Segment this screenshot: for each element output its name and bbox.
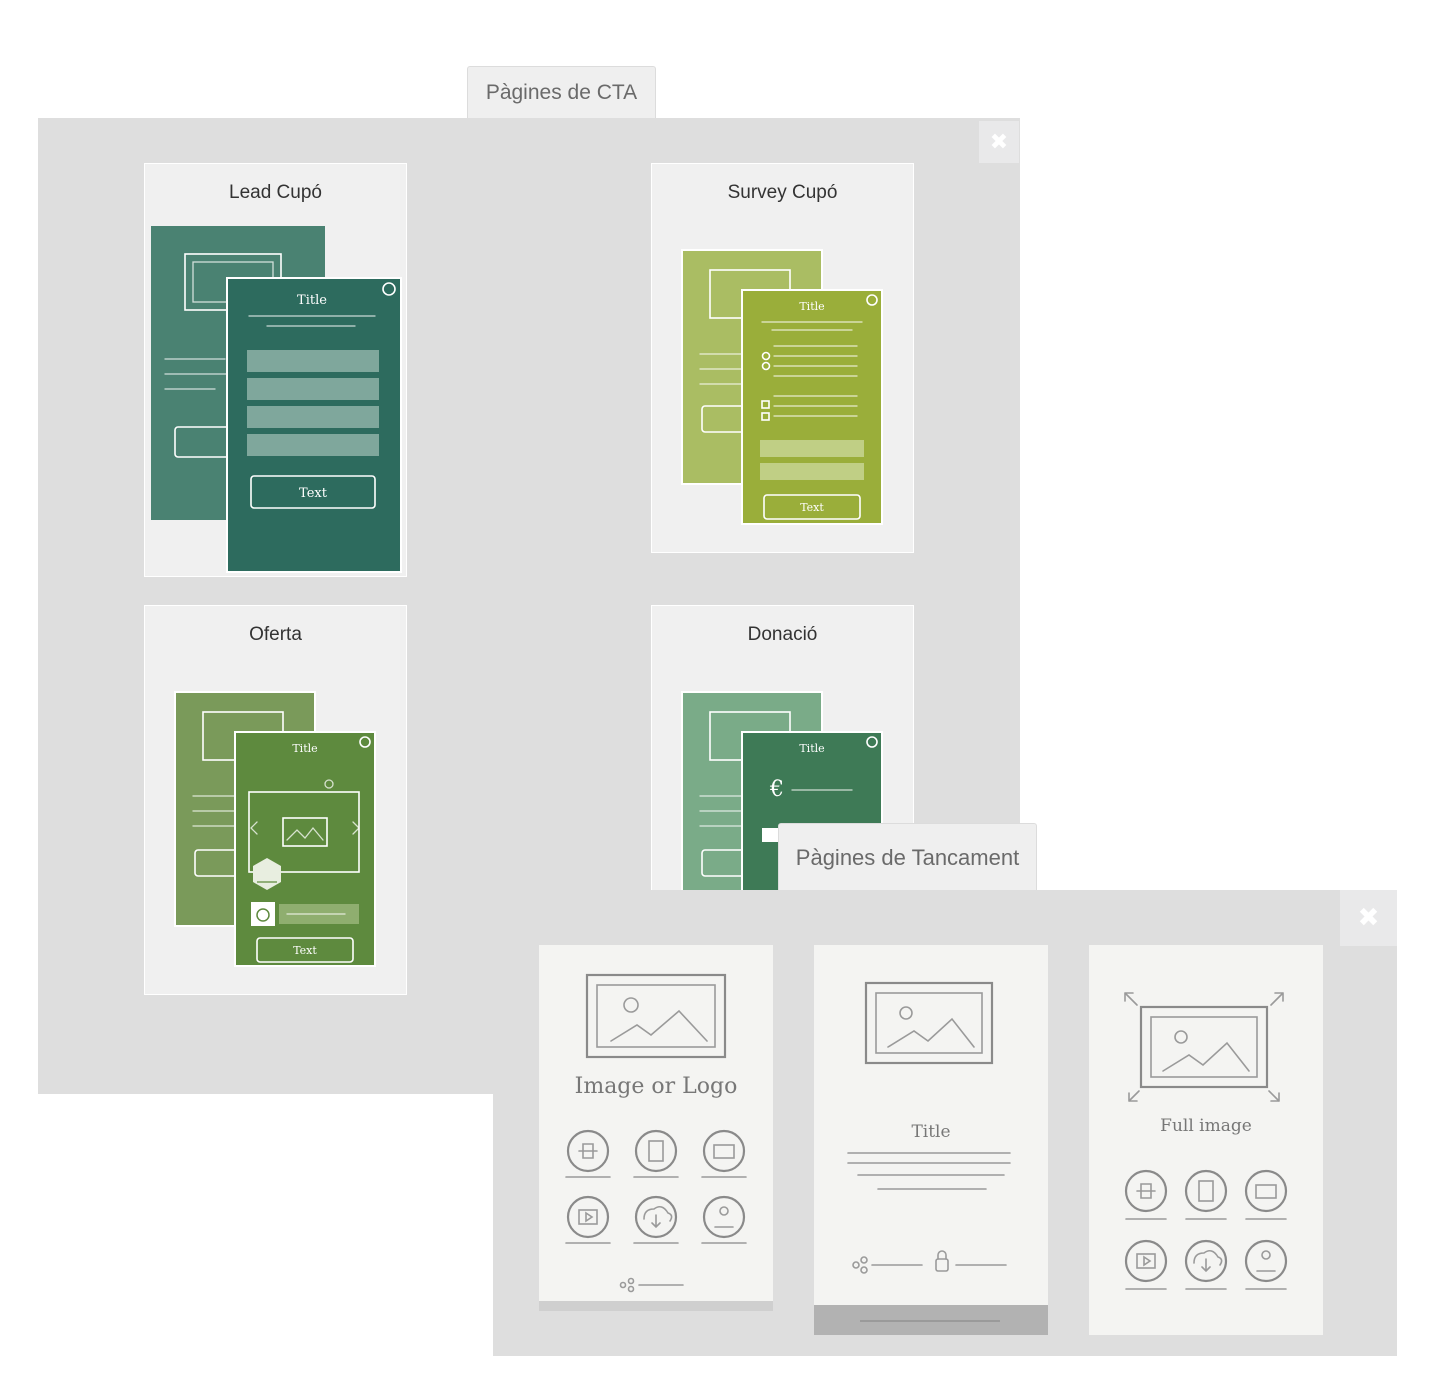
closing-card-title[interactable]: Title	[814, 945, 1048, 1335]
closing-panel: ✖ Image or Logo Title	[493, 890, 1397, 1356]
closing-caption: Image or Logo	[575, 1074, 738, 1099]
euro-icon: €	[769, 777, 784, 802]
share-icon	[619, 1277, 684, 1293]
survey-coupon-preview: Title Text	[681, 249, 883, 525]
mobile-icon	[1184, 1169, 1228, 1220]
cta-panel: ✖ Lead Cupó Title Text Survey Cupó	[38, 118, 1020, 1094]
closing-card-image-or-logo[interactable]: Image or Logo	[539, 945, 773, 1311]
shop-icon	[1244, 1169, 1288, 1220]
video-icon	[1124, 1239, 1168, 1290]
closing-tab-label: Pàgines de Tancament	[795, 845, 1020, 870]
mobile-icon	[633, 1129, 679, 1178]
closing-caption: Title	[911, 1122, 950, 1142]
shop-icon	[701, 1129, 747, 1178]
mock-title: Title	[799, 300, 824, 313]
cta-close-button[interactable]: ✖	[979, 121, 1019, 163]
title-preview: Title	[814, 981, 1048, 1335]
closing-tab[interactable]: Pàgines de Tancament	[778, 823, 1037, 890]
download-icon	[1184, 1239, 1228, 1290]
phone-icon	[1124, 1169, 1168, 1220]
closing-close-button[interactable]: ✖	[1340, 890, 1397, 946]
cta-card-lead-coupon[interactable]: Lead Cupó Title Text	[144, 163, 407, 577]
mock-button: Text	[800, 501, 824, 514]
cta-tab[interactable]: Pàgines de CTA	[467, 66, 656, 118]
lock-icon	[935, 1250, 1007, 1272]
map-icon	[701, 1195, 747, 1244]
download-icon	[633, 1195, 679, 1244]
closing-caption: Full image	[1160, 1116, 1252, 1136]
closing-card-full-image[interactable]: Full image	[1089, 945, 1323, 1335]
mock-button: Text	[299, 486, 328, 501]
close-icon: ✖	[1357, 903, 1380, 933]
lead-coupon-preview: Title Text	[151, 226, 402, 573]
full-image-preview: Full image	[1124, 992, 1288, 1290]
card-title: Oferta	[249, 624, 302, 645]
cta-card-offer[interactable]: Oferta Title Text	[144, 605, 407, 995]
map-icon	[1244, 1239, 1288, 1290]
mock-title: Title	[292, 742, 317, 755]
mock-title: Title	[297, 293, 327, 308]
mock-title: Title	[799, 742, 824, 755]
share-icon	[852, 1256, 923, 1274]
card-title: Survey Cupó	[727, 182, 838, 203]
mock-button: Text	[293, 944, 317, 957]
video-icon	[565, 1195, 611, 1244]
offer-preview: Title Text	[174, 691, 376, 967]
close-icon: ✖	[989, 129, 1009, 155]
card-title: Lead Cupó	[229, 182, 322, 203]
card-title: Donació	[747, 624, 818, 645]
image-or-logo-preview: Image or Logo	[539, 973, 773, 1311]
cta-card-survey-coupon[interactable]: Survey Cupó Title Text	[651, 163, 914, 553]
phone-icon	[565, 1129, 611, 1178]
cta-tab-label: Pàgines de CTA	[485, 81, 638, 104]
